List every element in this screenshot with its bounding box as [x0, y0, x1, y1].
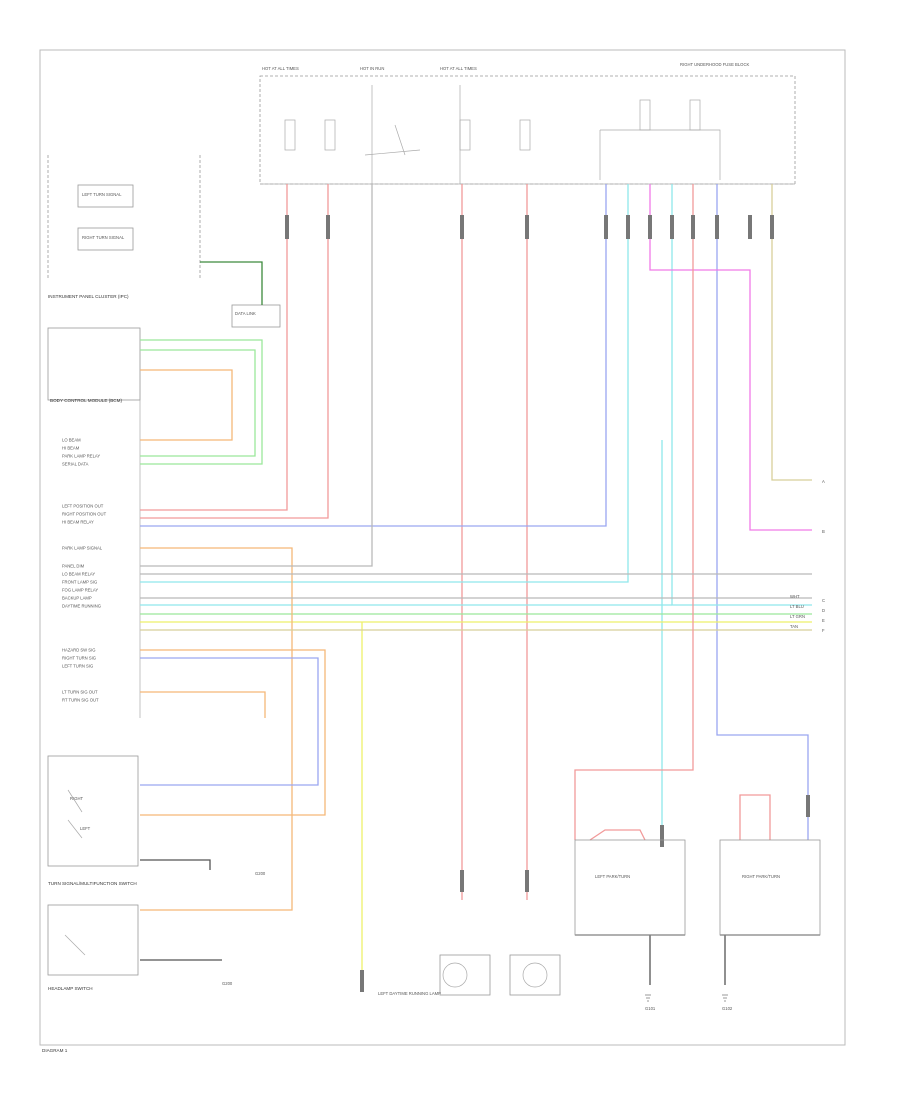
wire-red — [574, 184, 694, 840]
headlamp-switch-label: HEADLAMP SWITCH — [48, 986, 93, 991]
wire-orange — [140, 649, 326, 816]
wire-cyan — [140, 184, 629, 583]
left-ground-1: G200 — [255, 871, 266, 876]
edge-marker-d: D — [822, 608, 825, 613]
wire-connector — [460, 215, 464, 239]
bcm-pin-label: HAZARD SW SIG — [62, 648, 96, 653]
headlamp-switch: HEADLAMP SWITCH — [47, 904, 139, 991]
bcm-pin-label: PARK LAMP RELAY — [62, 454, 100, 459]
top-label-4: RIGHT UNDERHOOD FUSE BLOCK — [680, 62, 749, 67]
bcm-pin-label: PANEL DIM — [62, 564, 85, 569]
wire-blue — [716, 184, 809, 840]
wire-connector — [806, 795, 810, 817]
bcm-pin-label: LEFT TURN SIG — [62, 664, 93, 669]
wire-connector — [691, 215, 695, 239]
wire-magenta — [649, 184, 812, 531]
wire-connector — [360, 970, 364, 992]
wire-connector — [604, 215, 608, 239]
bottom-lamps: LEFT DAYTIME RUNNING LAMP LEFT PARK/TURN… — [222, 839, 821, 1011]
body-control-module: BODY CONTROL MODULE (BCM) LO BEAM HI BEAM… — [47, 327, 141, 718]
mf-state-left: LEFT — [80, 826, 91, 831]
wire-orange — [140, 369, 233, 441]
wire-connector — [660, 825, 664, 847]
wire-tan — [771, 184, 812, 481]
cluster-relay-right: RIGHT TURN SIGNAL — [82, 235, 125, 240]
wire-black — [140, 859, 211, 870]
bcm-pin-label: FOG LAMP RELAY — [62, 588, 98, 593]
wire-connector — [460, 870, 464, 892]
bcm-pin-label: LT TURN SIG OUT — [62, 690, 98, 695]
edge-wire-4: TAN — [790, 624, 798, 629]
bottom-ground-1: G101 — [645, 1006, 656, 1011]
top-label-3: HOT AT ALL TIMES — [440, 66, 477, 71]
underhood-fuse-block: HOT AT ALL TIMES HOT IN RUN HOT AT ALL T… — [259, 62, 796, 185]
bcm-pin-label: SERIAL DATA — [62, 462, 89, 467]
bcm-pin-label: HI BEAM — [62, 446, 80, 451]
edge-marker-b: B — [822, 529, 825, 534]
wire-connector — [525, 215, 529, 239]
right-edge-labels: A B C D E F WHT LT BLU LT GRN TAN — [790, 479, 825, 633]
wire-connector — [770, 215, 774, 239]
bottom-comp-2: LEFT PARK/TURN — [595, 874, 630, 879]
wire-green — [140, 349, 256, 457]
bottom-comp-3: RIGHT PARK/TURN — [742, 874, 780, 879]
splice-label: DATA LINK — [235, 311, 256, 316]
top-label-2: HOT IN RUN — [360, 66, 384, 71]
edge-marker-f: F — [822, 628, 825, 633]
edge-wire-3: LT GRN — [790, 614, 805, 619]
bcm-pin-label: FRONT LAMP SIG — [62, 580, 97, 585]
wire-connector — [748, 215, 752, 239]
edge-marker-c: C — [822, 598, 825, 603]
wire-orange — [140, 691, 266, 718]
bcm-label: BODY CONTROL MODULE (BCM) — [50, 398, 122, 403]
bcm-pin-label: HI BEAM RELAY — [62, 520, 94, 525]
wire-orange — [140, 547, 293, 911]
wire-green — [140, 339, 263, 465]
wire-connector — [285, 215, 289, 239]
bottom-ground-2: G102 — [722, 1006, 733, 1011]
instrument-panel-cluster: LEFT TURN SIGNAL RIGHT TURN SIGNAL INSTR… — [47, 155, 281, 328]
wire-red — [140, 184, 288, 511]
bcm-pin-label: LO BEAM — [62, 438, 81, 443]
edge-wire-2: LT BLU — [790, 604, 804, 609]
bcm-pin-label: RIGHT POSITION OUT — [62, 512, 107, 517]
wire-red — [589, 829, 646, 841]
mf-state-right: RIGHT — [70, 796, 83, 801]
footer-label: DIAGRAM 1 — [42, 1048, 68, 1053]
wire-red — [140, 184, 329, 519]
wire-blue — [140, 657, 319, 786]
edge-marker-a: A — [822, 479, 825, 484]
bcm-pin-label: LEFT POSITION OUT — [62, 504, 104, 509]
diagram-frame — [39, 49, 846, 1046]
bcm-pin-label: RT TURN SIG OUT — [62, 698, 99, 703]
top-label-1: HOT AT ALL TIMES — [262, 66, 299, 71]
bcm-pin-label: BACKUP LAMP — [62, 596, 92, 601]
bcm-pin-label: DAYTIME RUNNING — [62, 604, 101, 609]
cluster-label: INSTRUMENT PANEL CLUSTER (IPC) — [48, 294, 129, 299]
bcm-pin-label: RIGHT TURN SIG — [62, 656, 96, 661]
wire-connector — [648, 215, 652, 239]
edge-wire-1: WHT — [790, 594, 800, 599]
multifunction-label: TURN SIGNAL/MULTIFUNCTION SWITCH — [48, 881, 137, 886]
edge-marker-e: E — [822, 618, 825, 623]
multifunction-switch: RIGHT LEFT TURN SIGNAL/MULTIFUNCTION SWI… — [47, 755, 139, 886]
wire-connector — [525, 870, 529, 892]
bcm-pin-label: PARK LAMP SIGNAL — [62, 546, 103, 551]
bcm-pin-label: LO BEAM RELAY — [62, 572, 95, 577]
wire-gray — [140, 184, 373, 567]
bottom-comp-1: LEFT DAYTIME RUNNING LAMP — [378, 991, 441, 996]
wire-red — [739, 794, 771, 840]
left-ground-2: G200 — [222, 981, 233, 986]
wire-connector — [715, 215, 719, 239]
wire-connector — [326, 215, 330, 239]
wire-connector — [670, 215, 674, 239]
cluster-relay-left: LEFT TURN SIGNAL — [82, 192, 122, 197]
wire-darkgreen — [200, 261, 263, 305]
wire-blue — [140, 184, 607, 527]
wire-connector — [626, 215, 630, 239]
